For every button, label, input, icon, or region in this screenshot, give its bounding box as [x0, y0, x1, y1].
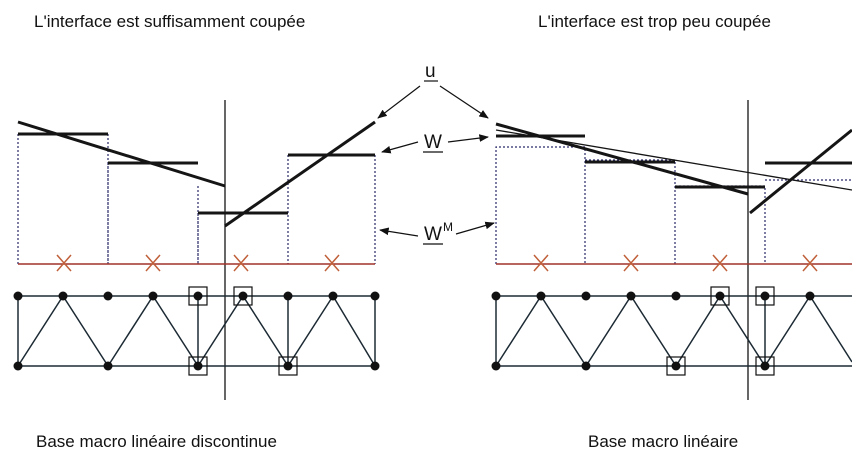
u-label: u [425, 61, 436, 82]
right-bottom-caption: Base macro linéaire [588, 432, 738, 451]
right-boxed-nodes [666, 286, 775, 376]
u-arrow-right [439, 85, 489, 119]
right-panel [491, 100, 852, 400]
right-cross-marks [533, 254, 818, 272]
wm-arrow-right [455, 221, 495, 235]
left-u-line [224, 120, 376, 228]
center-labels: u W W M [377, 61, 495, 245]
right-truss-nodes [491, 291, 815, 371]
right-truss [495, 294, 852, 368]
u-arrow-left [377, 85, 421, 119]
left-panel [13, 100, 380, 400]
left-truss-nodes [13, 291, 380, 371]
left-top-caption: L'interface est suffisamment coupée [34, 12, 305, 31]
left-cross-marks [56, 254, 340, 272]
left-u-line [17, 120, 226, 188]
left-bottom-caption: Base macro linéaire discontinue [36, 432, 277, 451]
left-boxed-nodes [188, 286, 298, 376]
w-arrow-left [381, 141, 419, 154]
w-label: W [424, 132, 442, 153]
right-top-caption: L'interface est trop peu coupée [538, 12, 771, 31]
wm-label: W [424, 224, 442, 245]
right-u-line [495, 122, 749, 196]
wm-arrow-left [379, 227, 419, 237]
wm-superscript: M [443, 220, 453, 234]
w-arrow-right [447, 134, 489, 143]
left-truss [17, 294, 376, 368]
left-wm-dotted-outline [17, 134, 376, 264]
right-u-line [749, 128, 852, 215]
right-wm-dotted-outline [495, 146, 852, 264]
